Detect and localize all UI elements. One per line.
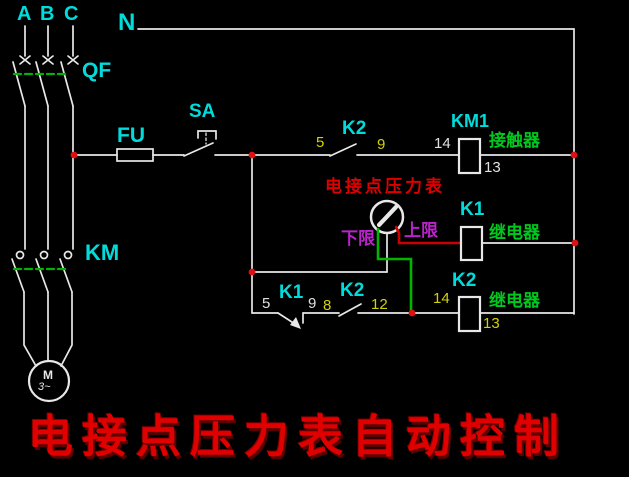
k1-coil [459,225,575,262]
control-feed-wire [73,148,185,162]
k2-device-type-label: 继电器 [489,291,540,310]
diagram-title: 电接点压力表自动控制 [28,411,569,462]
phase-b-label: B [40,3,55,25]
k2-coil [457,295,575,333]
neutral-label: N [118,9,136,36]
k1-device-type-label: 继电器 [489,223,540,242]
motor-symbol [27,359,71,403]
km1-coil [457,137,575,175]
phase-c-label: C [64,3,79,25]
k1-coil-label: K1 [460,199,485,220]
km1-coil-label: KM1 [451,111,490,131]
k1-bottom-contact-symbol [251,312,340,329]
k2-bottom-contact-symbol [338,303,460,317]
fuse-symbol [116,148,154,162]
contactor-km-label: KM [85,240,120,265]
bottom-k2-terminal-12: 12 [371,296,388,313]
upper-limit-label: 上限 [404,221,438,240]
top-contact-terminal-5: 5 [316,134,325,151]
neutral-rail [137,28,575,315]
pressure-gauge-symbol [369,199,405,235]
pressure-gauge-label: 电接点压力表 [325,177,445,196]
motor-m-label: M [43,368,53,382]
lower-limit-label: 下限 [341,229,375,248]
top-contact-k2-label: K2 [342,118,367,139]
bottom-k1-terminal-9: 9 [308,295,317,312]
km1-terminal-13: 13 [484,159,501,176]
k2-top-contact-symbol [329,143,460,157]
breaker-qf-symbol [12,55,79,250]
branch-wires [251,154,388,314]
top-contact-terminal-9: 9 [377,136,386,153]
bottom-contact-k1-label: K1 [279,282,304,303]
bottom-contact-k2-label: K2 [340,280,365,301]
junction-dots [70,151,579,317]
k2-coil-label: K2 [452,270,477,291]
upper-limit-wire [394,225,463,245]
k2-coil-terminal-13: 13 [483,315,500,332]
phase-lines [24,25,74,57]
fuse-fu-label: FU [117,124,145,147]
phase-a-label: A [17,3,32,25]
bottom-k1-terminal-5: 5 [262,295,271,312]
motor-phase-note: 3~ [38,381,51,393]
switch-sa-label: SA [189,101,216,122]
km1-terminal-14: 14 [434,135,451,152]
k2-coil-terminal-14: 14 [433,290,450,307]
bottom-k2-terminal-8: 8 [323,297,332,314]
breaker-qf-label: QF [82,59,112,82]
km1-device-type-label: 接触器 [489,131,540,150]
lower-limit-wire [376,227,413,315]
km-main-contact-symbol [11,250,73,367]
sa-switch-symbol [183,130,331,157]
